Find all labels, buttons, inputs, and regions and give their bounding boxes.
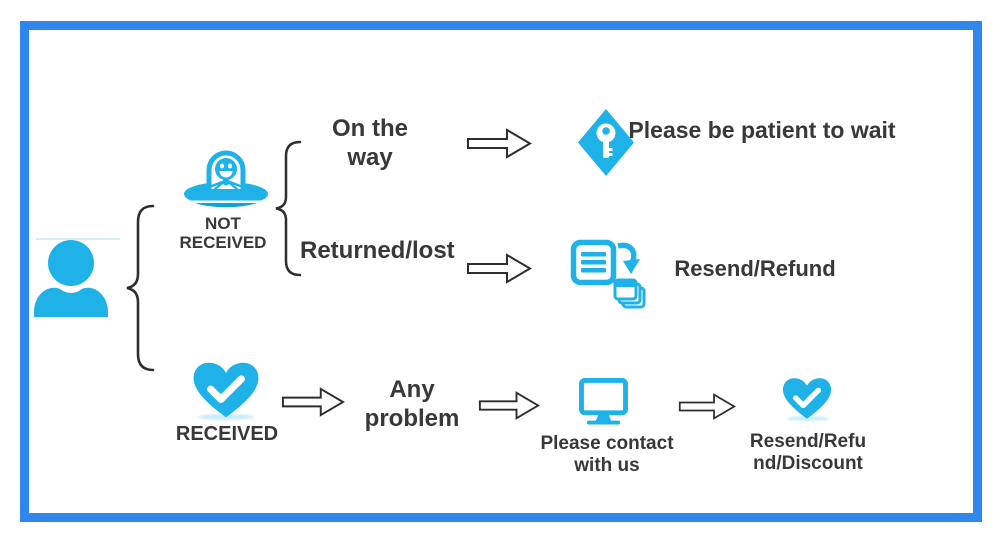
- any-problem-label: Any problem: [364, 376, 460, 432]
- customer-person-icon: [33, 240, 113, 318]
- contact-us-label: Please contact with us: [540, 433, 674, 476]
- final-outcome-label: Resend/Refu nd/Discount: [745, 431, 871, 475]
- main-brace: [124, 204, 156, 372]
- final-outcome-line2: nd/Discount: [753, 453, 863, 474]
- monitor-icon: [579, 378, 628, 425]
- outcome-resend-refund-label: Resend/Refund: [674, 256, 836, 281]
- sub-brace: [273, 140, 303, 277]
- key-diamond-icon: [577, 108, 635, 177]
- alien-ufo-icon: [183, 147, 269, 215]
- divider: [36, 238, 120, 240]
- flow-arrow-icon: [477, 390, 541, 421]
- flow-arrow-icon: [676, 392, 738, 421]
- not-received-label: NOT RECEIVED: [179, 214, 267, 252]
- flow-arrow-icon: [466, 252, 532, 285]
- flow-arrow-icon: [281, 386, 345, 418]
- heart-check-icon: [188, 361, 264, 419]
- heart-shadow: [787, 416, 829, 421]
- received-label: RECEIVED: [175, 423, 279, 445]
- resend-documents-icon: [570, 238, 650, 318]
- outcome-wait-label: Please be patient to wait: [628, 117, 896, 143]
- case-returned-lost-label: Returned/lost: [300, 237, 455, 264]
- flow-arrow-icon: [466, 127, 532, 160]
- frame-border: [20, 21, 982, 522]
- case-on-the-way-label: On the way: [332, 115, 408, 171]
- final-outcome-line1: Resend/Refu: [749, 431, 867, 452]
- heart-check-icon: [781, 377, 833, 420]
